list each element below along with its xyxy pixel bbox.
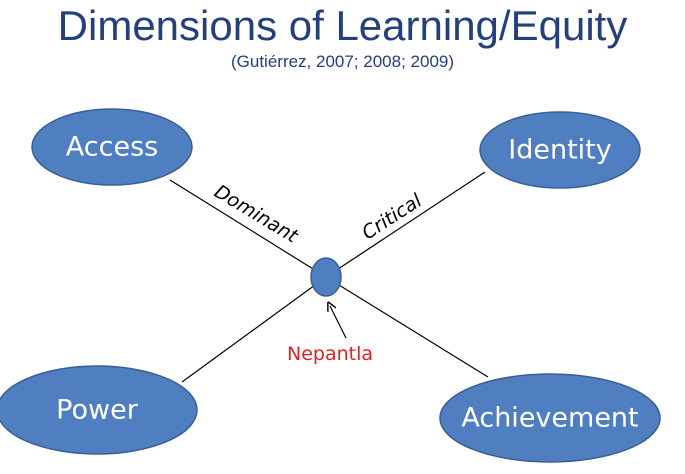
line-identity-to-center: [325, 171, 486, 278]
line-power-to-center: [181, 276, 327, 383]
node-access: Access: [31, 108, 193, 186]
access-ellipse: [31, 108, 193, 186]
citation-subtitle: (Gutiérrez, 2007; 2008; 2009): [230, 52, 455, 71]
line-achievement-to-center: [325, 276, 489, 378]
line-access-to-center: [169, 179, 327, 278]
diagram-title: Dimensions of Learning/Equity: [57, 2, 628, 49]
node-identity: Identity: [479, 111, 641, 189]
access-label: Access: [66, 132, 158, 163]
identity-label: Identity: [508, 135, 611, 166]
node-achievement: Achievement: [439, 373, 661, 463]
node-power: Power: [0, 365, 198, 455]
identity-ellipse: [479, 111, 641, 189]
achievement-ellipse: [439, 373, 661, 463]
achievement-label: Achievement: [461, 403, 638, 434]
nepantla-arrow: [330, 306, 347, 339]
nepantla-label: Nepantla: [287, 343, 373, 365]
power-ellipse: [0, 365, 198, 455]
power-label: Power: [56, 395, 139, 426]
center-node: [310, 257, 342, 297]
